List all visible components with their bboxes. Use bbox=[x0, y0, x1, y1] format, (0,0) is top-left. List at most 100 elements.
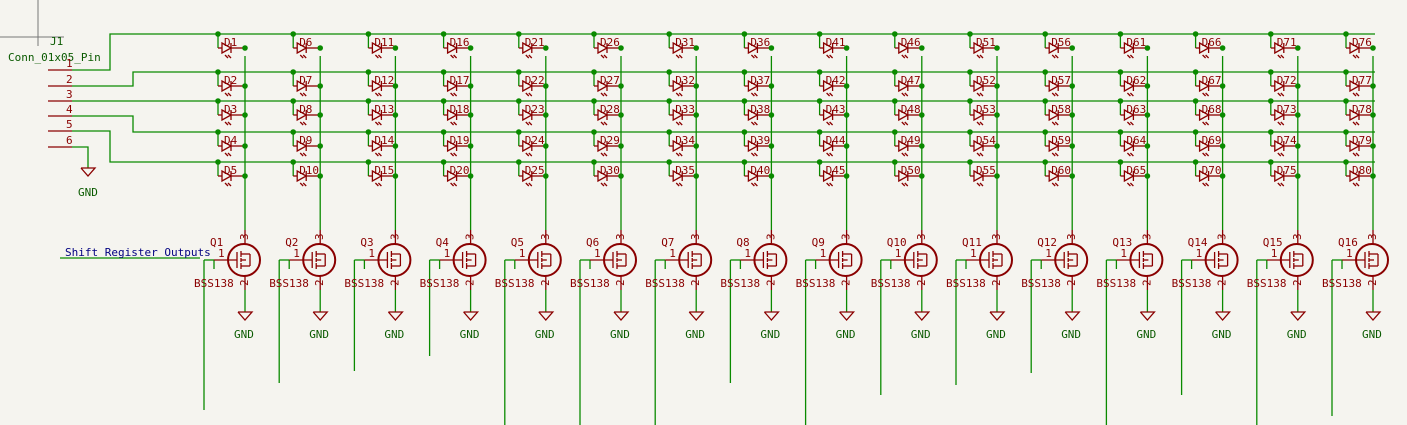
mosfet-q14 bbox=[1191, 230, 1239, 290]
led-arrow bbox=[976, 121, 981, 126]
mosfet-source-pin-number: 2 bbox=[1140, 279, 1153, 286]
junction bbox=[768, 83, 775, 89]
junction bbox=[242, 173, 248, 179]
junction bbox=[1042, 69, 1048, 75]
mosfet-q5 bbox=[514, 230, 562, 290]
mosfet-drain-pin-number: 3 bbox=[388, 233, 401, 240]
led-arrow bbox=[603, 182, 608, 187]
gnd-label: GND bbox=[460, 328, 480, 341]
led-arrow bbox=[302, 54, 307, 59]
junction bbox=[1295, 83, 1301, 89]
junction bbox=[543, 112, 549, 118]
mosfet-drain-pin-number: 3 bbox=[1366, 233, 1379, 240]
mosfet-value: BSS138 bbox=[344, 277, 384, 290]
junction bbox=[516, 129, 522, 135]
led-arrow bbox=[224, 121, 229, 126]
diode-ref-d76: D76 bbox=[1352, 36, 1372, 49]
gnd-symbol bbox=[1215, 311, 1232, 321]
mosfet-gate-pin-number: 1 bbox=[368, 247, 375, 260]
diode-ref-d21: D21 bbox=[525, 36, 545, 49]
led-arrow bbox=[750, 54, 755, 59]
diode-ref-d9: D9 bbox=[299, 134, 312, 147]
junction bbox=[816, 31, 823, 37]
diode-ref-d69: D69 bbox=[1202, 134, 1222, 147]
junction bbox=[215, 129, 221, 135]
led-arrow bbox=[528, 92, 533, 97]
junction bbox=[467, 45, 474, 51]
diode-ref-d56: D56 bbox=[1051, 36, 1071, 49]
mosfet-source-pin-number: 2 bbox=[840, 279, 853, 286]
led-arrow bbox=[603, 121, 608, 126]
junction bbox=[1144, 143, 1151, 149]
diode-ref-d52: D52 bbox=[976, 74, 996, 87]
junction bbox=[1192, 129, 1199, 135]
diode-ref-d55: D55 bbox=[976, 164, 996, 177]
mosfet-ref: Q13 bbox=[1112, 236, 1132, 249]
junction bbox=[1219, 143, 1226, 149]
led-arrow bbox=[750, 152, 755, 157]
diode-ref-d1: D1 bbox=[224, 36, 237, 49]
led-arrow bbox=[1126, 121, 1131, 126]
gnd-label: GND bbox=[1362, 328, 1382, 341]
led-arrow bbox=[1277, 54, 1282, 59]
led-arrow bbox=[979, 152, 984, 157]
junction bbox=[1343, 69, 1349, 75]
diode-ref-d10: D10 bbox=[299, 164, 319, 177]
junction bbox=[1370, 143, 1376, 149]
junction bbox=[919, 143, 925, 149]
junction bbox=[1117, 69, 1124, 75]
led-arrow bbox=[525, 92, 530, 97]
led-arrow bbox=[227, 152, 232, 157]
gnd-label: GND bbox=[1136, 328, 1156, 341]
diode-ref-d25: D25 bbox=[525, 164, 545, 177]
led-arrow bbox=[1054, 182, 1059, 187]
mosfet-q2 bbox=[289, 230, 337, 290]
diode-ref-d42: D42 bbox=[826, 74, 846, 87]
mosfet-q1 bbox=[214, 230, 261, 290]
mosfet-drain-pin-number: 3 bbox=[238, 233, 251, 240]
junction bbox=[1144, 45, 1151, 51]
mosfet-value: BSS138 bbox=[1247, 277, 1287, 290]
junction bbox=[365, 129, 372, 135]
led-arrow bbox=[753, 92, 758, 97]
gnd-label: GND bbox=[384, 328, 404, 341]
mosfet-source-pin-number: 2 bbox=[1291, 279, 1304, 286]
diode-ref-d50: D50 bbox=[901, 164, 921, 177]
led-arrow bbox=[1277, 152, 1282, 157]
junction bbox=[768, 143, 775, 149]
led-arrow bbox=[829, 152, 834, 157]
diode-ref-d63: D63 bbox=[1126, 103, 1146, 116]
junction bbox=[1268, 159, 1274, 165]
gnd-symbol bbox=[688, 311, 705, 321]
junction bbox=[994, 112, 1000, 118]
diode-ref-d72: D72 bbox=[1277, 74, 1297, 87]
junction bbox=[1268, 98, 1274, 104]
led-arrow bbox=[450, 92, 455, 97]
mosfet-source-pin-number: 2 bbox=[990, 279, 1003, 286]
junction bbox=[1117, 31, 1124, 37]
diode-ref-d66: D66 bbox=[1202, 36, 1222, 49]
diode-ref-d67: D67 bbox=[1202, 74, 1222, 87]
led-arrow bbox=[750, 92, 755, 97]
junction bbox=[1268, 69, 1274, 75]
junction bbox=[892, 129, 898, 135]
junction bbox=[741, 159, 748, 165]
led-arrow bbox=[299, 152, 304, 157]
led-arrow bbox=[224, 182, 229, 187]
junction bbox=[591, 159, 597, 165]
led-arrow bbox=[377, 92, 382, 97]
gnd-symbol bbox=[989, 311, 1006, 321]
led-arrow bbox=[826, 121, 831, 126]
mosfet-ref: Q12 bbox=[1037, 236, 1057, 249]
mosfet-ref: Q16 bbox=[1338, 236, 1358, 249]
junction bbox=[843, 83, 850, 89]
led-arrow bbox=[1280, 121, 1285, 126]
junction bbox=[994, 143, 1000, 149]
diode-ref-d36: D36 bbox=[750, 36, 770, 49]
led-arrow bbox=[1054, 121, 1059, 126]
gnd-symbol bbox=[613, 311, 630, 321]
junction bbox=[317, 173, 324, 179]
junction bbox=[392, 173, 399, 179]
diode-ref-d47: D47 bbox=[901, 74, 921, 87]
led-arrow bbox=[299, 92, 304, 97]
